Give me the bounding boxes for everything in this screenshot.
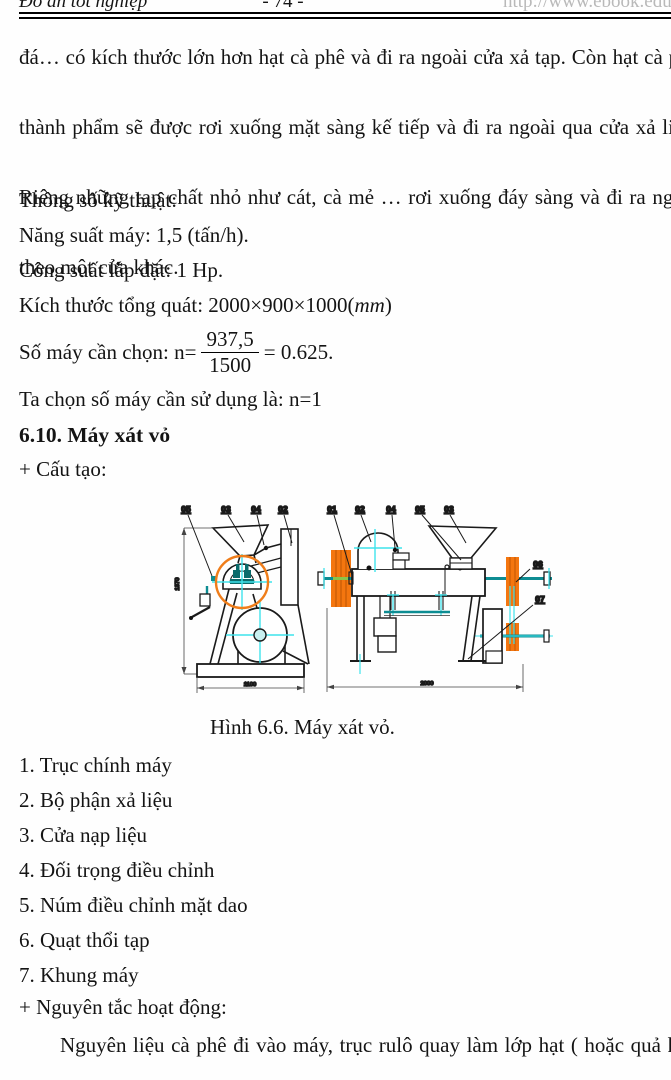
fraction-numerator: 937,5 [201, 328, 259, 353]
discharge-dome [357, 532, 399, 569]
dim-width-left-label: 1100 [244, 682, 256, 688]
callout-03: 03 [221, 504, 231, 514]
structure-label: + Cấu tạo: [19, 457, 107, 481]
header-url: http://www.ebook.edu.vn [503, 0, 671, 12]
paragraph-line: Riêng những tạp chất nhỏ như cát, cà mẻ … [19, 185, 671, 209]
parts-list: 1. Trục chính máy 2. Bộ phận xả liệu 3. … [19, 748, 671, 993]
callout-01: 01 [327, 504, 337, 514]
formula-result: = 0.625. [263, 339, 334, 364]
specs-capacity: Năng suất máy: 1,5 (tấn/h). [19, 223, 249, 247]
dim-width-right-label: 2000 [421, 681, 434, 687]
callout-05: 05 [181, 504, 191, 514]
machine-body [351, 568, 486, 597]
dim-arrow [181, 667, 187, 674]
header-page-number: - 74 - [262, 0, 304, 12]
callout-05b: 05 [415, 504, 425, 514]
formula-fraction: 937,5 1500 [201, 328, 259, 377]
specs-power: Công suất lắp đặt: 1 Hp. [19, 258, 224, 282]
dim-arrow [181, 528, 187, 535]
callout-02: 02 [278, 504, 288, 514]
fan-pulley-upper [506, 557, 519, 606]
parts-list-item: 3. Cửa nạp liệu [19, 823, 148, 847]
paragraph-line: thành phẩm sẽ được rơi xuống mặt sàng kế… [19, 115, 671, 139]
fraction-denominator: 1500 [209, 352, 252, 377]
parts-list-item: 6. Quạt thổi tạp [19, 928, 150, 952]
formula-prefix: Số máy cần chọn: n= [19, 339, 197, 364]
parts-list-item: 7. Khung máy [19, 963, 139, 987]
callout-04: 04 [251, 504, 261, 514]
specs-intro: Thông số kỹ thuật: [19, 188, 178, 212]
tech-specs: Thông số kỹ thuật: Năng suất máy: 1,5 (t… [19, 183, 671, 323]
callout-04b: 04 [386, 504, 396, 514]
parts-list-item: 2. Bộ phận xả liệu [19, 788, 173, 812]
specs-dimensions: Kích thước tổng quát: 2000×900×1000(mm) [19, 288, 671, 323]
callout-06: 06 [533, 559, 543, 569]
section-heading: 6.10. Máy xát vỏ [19, 423, 171, 447]
specs-dimensions-text: Kích thước tổng quát: 2000×900×1000( [19, 293, 355, 317]
paragraph-screening: đá… có kích thước lớn hơn hạt cà phê và … [19, 40, 671, 285]
formula-conclusion: Ta chọn số máy cần sử dụng là: n=1 [19, 387, 322, 411]
discharge-column [280, 528, 299, 606]
parts-list-item: 5. Núm điều chỉnh mặt dao [19, 893, 248, 917]
callout-07: 07 [535, 594, 545, 604]
machine-technical-drawing: 1370 [174, 503, 553, 693]
parts-list-item: 4. Đối trọng điều chỉnh [19, 858, 215, 882]
principle-line: Nguyên liệu cà phê đi vào máy, trục rulô… [60, 1033, 671, 1057]
callout-03b: 03 [444, 504, 454, 514]
principle-paragraph: Nguyên liệu cà phê đi vào máy, trục rulô… [19, 1028, 671, 1080]
header-divider [19, 12, 671, 19]
machine-base [196, 663, 305, 678]
specs-dimensions-close: ) [384, 293, 392, 317]
principle-label: + Nguyên tắc hoạt động: [19, 995, 227, 1019]
paragraph-line: đá… có kích thước lớn hơn hạt cà phê và … [19, 45, 671, 69]
parts-list-item: 1. Trục chính máy [19, 753, 172, 777]
hopper-front-view [427, 525, 498, 559]
paragraph-line: theo một cửa khác. [19, 255, 179, 279]
header-document-title: Đồ án tốt nghiệp [19, 0, 148, 12]
specs-dimensions-unit: mm [354, 293, 385, 317]
figure-caption: Hình 6.6. Máy xát vỏ. [210, 715, 395, 739]
machine-count-formula: Số máy cần chọn: n= 937,5 1500 = 0.625. [19, 328, 333, 376]
dim-height-label: 1370 [175, 578, 181, 591]
callout-02b: 02 [355, 504, 365, 514]
highlight-circle [214, 554, 270, 610]
